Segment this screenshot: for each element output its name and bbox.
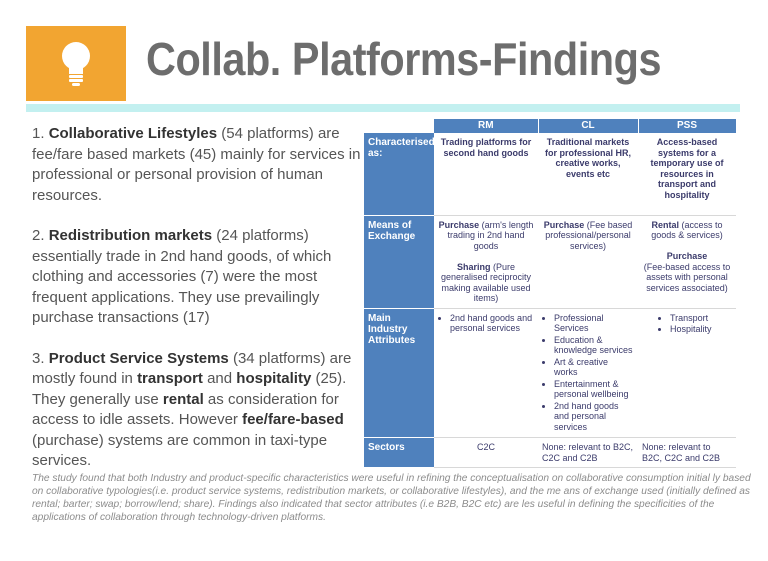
table-row-attributes: Main Industry Attributes 2nd hand goods … bbox=[364, 308, 736, 438]
finding-1: 1. Collaborative Lifestyles (54 platform… bbox=[32, 125, 361, 204]
table-cell: C2C bbox=[434, 437, 538, 468]
row-header: Sectors bbox=[364, 437, 434, 468]
list-item: Entertainment & personal wellbeing bbox=[554, 379, 634, 400]
column-header-pss: PSS bbox=[638, 119, 737, 133]
table-row-sectors: Sectors C2C None: relevant to B2C, C2C a… bbox=[364, 437, 736, 468]
table-cell: Professional Services Education & knowle… bbox=[538, 308, 638, 438]
footnote: The study found that both Industry and p… bbox=[32, 473, 751, 523]
title-underline bbox=[26, 104, 740, 112]
table-corner bbox=[364, 119, 434, 133]
table-header-row: RM CL PSS bbox=[364, 119, 737, 133]
column-header-rm: RM bbox=[434, 119, 539, 133]
table-row-characterised: Characterised as: Trading platforms for … bbox=[364, 133, 736, 216]
list-item: Hospitality bbox=[670, 324, 732, 335]
comparison-table: RM CL PSS Characterised as: Trading plat… bbox=[364, 119, 737, 468]
list-item: Transport bbox=[670, 313, 732, 324]
table-cell: Purchase (Fee based professional/persona… bbox=[538, 215, 638, 309]
lightbulb-icon bbox=[62, 41, 90, 86]
page-title: Collab. Platforms-Findings bbox=[146, 33, 662, 85]
table-cell: Access-based systems for a temporary use… bbox=[638, 133, 736, 216]
table-row-exchange: Means of Exchange Purchase (arm's length… bbox=[364, 215, 736, 309]
table-cell: None: relevant to B2C, C2C and C2B bbox=[538, 437, 638, 468]
table-cell: Traditional markets for professional HR,… bbox=[538, 133, 638, 216]
logo-box bbox=[26, 26, 126, 101]
list-item: 2nd hand goods and personal services bbox=[450, 313, 534, 334]
list-item: Art & creative works bbox=[554, 357, 634, 378]
table-cell: None: relevant to B2C, C2C and C2B bbox=[638, 437, 736, 468]
table-cell: Rental (access to goods & services) Purc… bbox=[638, 215, 736, 309]
column-header-cl: CL bbox=[538, 119, 639, 133]
row-header: Main Industry Attributes bbox=[364, 308, 434, 438]
row-header: Means of Exchange bbox=[364, 215, 434, 309]
table-cell: Purchase (arm's length trading in 2nd ha… bbox=[434, 215, 538, 309]
list-item: Professional Services bbox=[554, 313, 634, 334]
table-cell: Trading platforms for second hand goods bbox=[434, 133, 538, 216]
finding-3: 3. Product Service Systems (34 platforms… bbox=[32, 349, 352, 470]
row-header: Characterised as: bbox=[364, 133, 435, 216]
finding-2: 2. Redistribution markets (24 platforms)… bbox=[32, 227, 332, 326]
list-item: 2nd hand goods and personal services bbox=[554, 401, 634, 433]
table-cell: Transport Hospitality bbox=[638, 308, 736, 438]
list-item: Education & knowledge services bbox=[554, 335, 634, 356]
table-cell: 2nd hand goods and personal services bbox=[434, 308, 538, 438]
findings-list: 1. Collaborative Lifestyles (54 platform… bbox=[32, 124, 362, 492]
